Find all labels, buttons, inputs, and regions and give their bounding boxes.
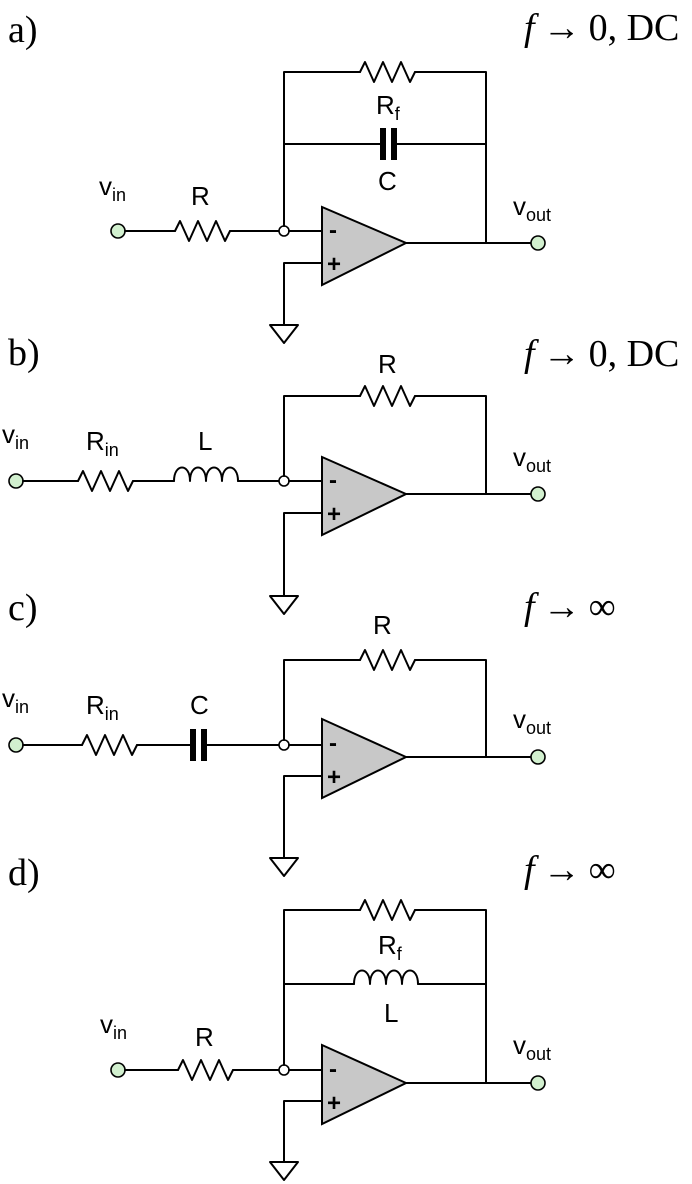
panel-a-input-label: vin	[99, 171, 126, 205]
panel-a-junction-node	[278, 225, 290, 237]
panel-c-condition: f→∞	[524, 586, 616, 628]
panel-a-feedback-resistor-label: Rf	[376, 90, 401, 124]
panel-a-input-resistor	[174, 220, 231, 242]
panel-a-noninverting-input-sign: +	[327, 251, 341, 278]
panel-d-ground-symbol	[269, 1161, 299, 1181]
panel-b-input-resistor-label: Rin	[86, 426, 119, 460]
panel-d-input-resistor-label: R	[195, 1022, 214, 1052]
panel-d-output-terminal	[530, 1075, 546, 1091]
panel-d-input-terminal	[110, 1062, 126, 1078]
panel-c: c) f→∞ vin Rin C R - + vout	[2, 586, 616, 877]
panel-d-inverting-input-sign: -	[329, 1056, 337, 1083]
panel-a-feedback-resistor	[359, 61, 416, 83]
panel-c-output-label: vout	[513, 704, 551, 738]
panel-a-input-terminal	[110, 223, 126, 239]
panel-c-junction-node	[278, 739, 290, 751]
panel-b-input-label: vin	[2, 419, 29, 453]
panel-c-ground-symbol	[269, 857, 299, 877]
panel-b-input-terminal	[8, 473, 24, 489]
panel-a-condition: f→0, DC	[524, 7, 679, 49]
panel-b-ground-symbol	[269, 595, 299, 615]
panel-a-input-resistor-label: R	[191, 181, 210, 211]
panel-b-input-inductor-label: L	[198, 426, 212, 456]
panel-b-feedback-resistor	[359, 385, 416, 407]
panel-a-output-terminal	[530, 235, 546, 251]
panel-d-input-label: vin	[100, 1009, 127, 1043]
panel-c-input-capacitor-label: C	[190, 690, 209, 720]
panel-c-inverting-input-sign: -	[329, 730, 337, 757]
panel-a-output-label: vout	[513, 191, 551, 225]
panel-c-op-amp	[321, 717, 409, 800]
panel-b-label: b)	[8, 332, 40, 374]
panel-b-output-label: vout	[513, 442, 551, 476]
panel-c-input-resistor	[81, 734, 138, 756]
panel-d-op-amp	[321, 1043, 409, 1126]
panel-c-input-resistor-label: Rin	[86, 690, 119, 724]
panel-a-ground-symbol	[269, 324, 299, 344]
panel-a-feedback-capacitor-label: C	[378, 166, 397, 196]
panel-a-label: a)	[8, 9, 38, 51]
panel-d-feedback-resistor	[359, 899, 416, 921]
panel-b: b) f→0, DC vin Rin L R - + vout	[2, 332, 679, 615]
panel-d-junction-node	[278, 1064, 290, 1076]
panel-d: d) f→∞ vin R Rf L - + vout	[8, 849, 616, 1181]
panel-b-op-amp	[321, 455, 409, 537]
panel-d-input-resistor	[177, 1059, 234, 1081]
panel-b-input-resistor	[77, 470, 134, 492]
panel-c-input-terminal	[8, 737, 24, 753]
panel-a-op-amp	[321, 205, 409, 287]
panel-b-junction-node	[278, 475, 290, 487]
panel-d-output-label: vout	[513, 1030, 551, 1064]
panel-c-label: c)	[8, 587, 38, 629]
panel-c-output-terminal	[530, 749, 546, 765]
panel-c-feedback-resistor-label: R	[373, 610, 392, 640]
panel-c-input-label: vin	[2, 683, 29, 717]
panel-a-inverting-input-sign: -	[329, 217, 337, 244]
panel-c-noninverting-input-sign: +	[327, 764, 341, 791]
panel-b-input-inductor	[173, 466, 239, 482]
panel-b-noninverting-input-sign: +	[327, 501, 341, 528]
panel-c-feedback-resistor	[359, 649, 416, 671]
panel-d-condition: f→∞	[524, 849, 616, 891]
panel-b-condition: f→0, DC	[524, 333, 679, 375]
panel-d-label: d)	[8, 852, 40, 894]
panel-d-noninverting-input-sign: +	[327, 1090, 341, 1117]
panel-b-feedback-resistor-label: R	[378, 349, 397, 379]
panel-d-feedback-inductor	[353, 969, 419, 985]
panel-d-feedback-resistor-label: Rf	[378, 930, 403, 964]
panel-b-output-terminal	[530, 486, 546, 502]
panel-a: a) f→0, DC vin R Rf C - + vout	[8, 7, 679, 344]
panel-d-feedback-inductor-label: L	[384, 998, 398, 1028]
panel-b-inverting-input-sign: -	[329, 467, 337, 494]
